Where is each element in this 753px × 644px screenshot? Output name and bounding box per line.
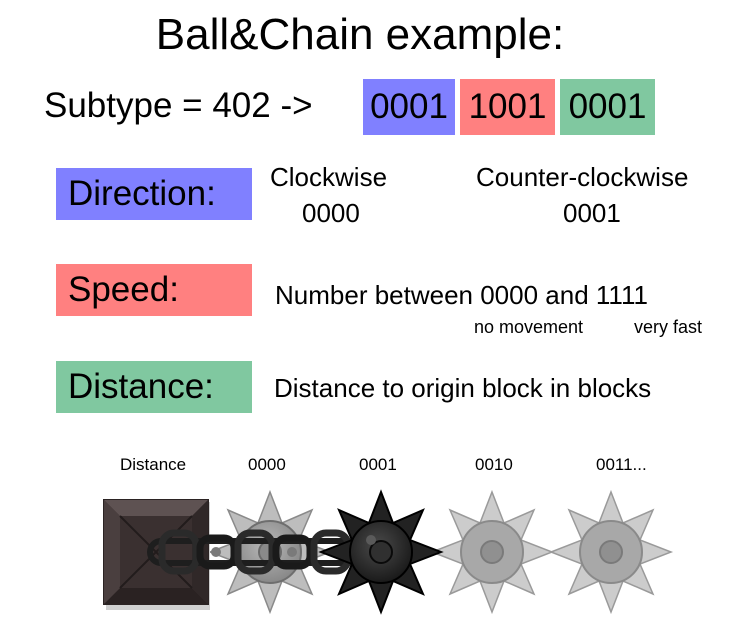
speed-high-note: very fast — [634, 317, 703, 337]
illustration-header-distance: Distance — [120, 455, 187, 474]
direction-clockwise-name: Clockwise — [270, 162, 388, 192]
subtype-text: Subtype = 402 -> — [44, 86, 313, 125]
ball-0001-icon — [318, 489, 444, 615]
subtype-bits-speed: 1001 — [460, 79, 555, 135]
page-title: Ball&Chain example: — [155, 10, 565, 59]
direction-counter-code: 0001 — [563, 198, 621, 228]
illustration-header-0011: 0011... — [596, 455, 647, 474]
subtype-bits-distance: 0001 — [560, 79, 655, 135]
chain-icon — [147, 529, 361, 575]
direction-label: Direction: — [56, 168, 252, 220]
illustration-header-0010: 0010 — [475, 455, 513, 474]
ball-0011-icon — [548, 489, 674, 615]
speed-description: Number between 0000 and 1111 — [275, 280, 648, 310]
direction-counter-name: Counter-clockwise — [476, 162, 689, 192]
distance-description: Distance to origin block in blocks — [274, 373, 652, 403]
speed-label: Speed: — [56, 264, 252, 316]
illustration-header-0000: 0000 — [248, 455, 286, 474]
origin-block-icon — [103, 499, 210, 610]
illustration-header-0001: 0001 — [359, 455, 397, 474]
distance-label: Distance: — [56, 361, 252, 413]
subtype-bits-direction: 0001 — [363, 79, 455, 135]
direction-clockwise-code: 0000 — [302, 198, 360, 228]
speed-low-note: no movement — [474, 317, 584, 337]
ball-0010-icon — [429, 489, 555, 615]
